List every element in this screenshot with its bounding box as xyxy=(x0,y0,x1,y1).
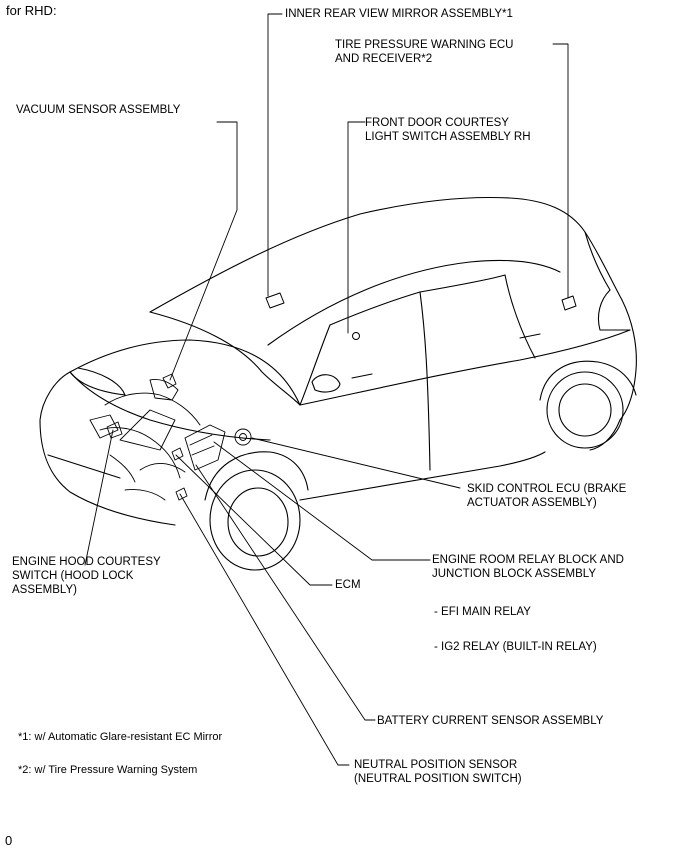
inner-mirror-part xyxy=(265,292,285,309)
relay-block-label-line2: JUNCTION BLOCK ASSEMBLY xyxy=(432,568,597,580)
door-switch-part xyxy=(352,332,360,340)
neutral-sensor-label: NEUTRAL POSITION SENSOR (NEUTRAL POSITIO… xyxy=(354,758,522,786)
battery-sensor-label: BATTERY CURRENT SENSOR ASSEMBLY xyxy=(377,715,604,727)
tpws-ecu-label-line2: AND RECEIVER*2 xyxy=(335,53,433,65)
door-switch-label-line2: LIGHT SWITCH ASSEMBLY RH xyxy=(365,131,531,143)
efi-relay-label: - EFI MAIN RELAY xyxy=(434,606,531,618)
tpws-ecu-part xyxy=(561,295,577,311)
tpws-ecu-label: TIRE PRESSURE WARNING ECU AND RECEIVER*2 xyxy=(335,38,513,66)
hood-switch-label-line2: SWITCH (HOOD LOCK xyxy=(12,570,134,582)
ig2-relay-label: - IG2 RELAY (BUILT-IN RELAY) xyxy=(434,641,597,653)
car-body-outline xyxy=(39,196,637,571)
door-switch-label: FRONT DOOR COURTESY LIGHT SWITCH ASSEMBL… xyxy=(365,116,531,144)
skid-ecu-label: SKID CONTROL ECU (BRAKE ACTUATOR ASSEMBL… xyxy=(467,482,626,510)
inner-mirror-label: INNER REAR VIEW MIRROR ASSEMBLY*1 xyxy=(285,8,513,20)
hood-switch-label-line1: ENGINE HOOD COURTESY xyxy=(12,556,161,568)
relay-block-label: ENGINE ROOM RELAY BLOCK AND JUNCTION BLO… xyxy=(432,553,624,581)
footnote-1: *1: w/ Automatic Glare-resistant EC Mirr… xyxy=(18,731,223,743)
leader-lines xyxy=(84,13,569,766)
hood-switch-label-line3: ASSEMBLY) xyxy=(12,584,77,596)
variant-label: for RHD: xyxy=(6,3,57,18)
page-marker: 0 xyxy=(5,833,13,848)
ecm-label: ECM xyxy=(335,579,361,591)
skid-ecu-label-line2: ACTUATOR ASSEMBLY) xyxy=(467,497,597,509)
neutral-sensor-label-line1: NEUTRAL POSITION SENSOR xyxy=(354,759,518,771)
skid-ecu-label-line1: SKID CONTROL ECU (BRAKE xyxy=(467,483,627,495)
hood-switch-label: ENGINE HOOD COURTESY SWITCH (HOOD LOCK A… xyxy=(12,555,161,597)
tpws-ecu-label-line1: TIRE PRESSURE WARNING ECU xyxy=(335,39,514,51)
footnote-2: *2: w/ Tire Pressure Warning System xyxy=(18,764,198,776)
neutral-sensor-label-line2: (NEUTRAL POSITION SWITCH) xyxy=(354,773,522,785)
relay-block-label-line1: ENGINE ROOM RELAY BLOCK AND xyxy=(432,554,624,566)
engine-bay-sketch xyxy=(89,373,252,501)
vacuum-sensor-label: VACUUM SENSOR ASSEMBLY xyxy=(16,104,181,116)
door-switch-label-line1: FRONT DOOR COURTESY xyxy=(365,117,509,129)
